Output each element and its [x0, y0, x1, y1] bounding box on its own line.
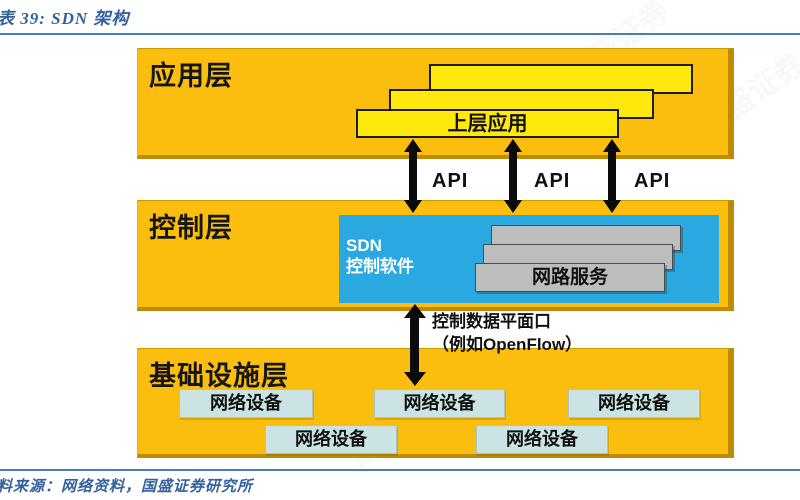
api-arrow-1	[409, 152, 417, 200]
network-device-box: 网络设备	[476, 425, 608, 454]
network-device-box: 网络设备	[265, 425, 397, 454]
app-box-front: 上层应用	[356, 109, 619, 138]
openflow-arrow-caption: 控制数据平面口 （例如OpenFlow）	[432, 310, 582, 356]
api-label-1: API	[432, 170, 469, 192]
infrastructure-layer-label: 基础设施层	[149, 361, 289, 391]
infrastructure-layer: 基础设施层 网络设备 网络设备 网络设备 网络设备 网络设备	[137, 348, 734, 458]
application-layer-label: 应用层	[149, 61, 233, 91]
figure-title: 表 39: SDN 架构	[0, 9, 130, 28]
sdn-control-box: SDN 控制软件 网路服务	[339, 215, 719, 303]
top-divider	[0, 33, 800, 35]
network-device-box: 网络设备	[568, 389, 700, 418]
sdn-label-line1: SDN	[346, 236, 382, 255]
control-layer: 控制层 SDN 控制软件 网路服务	[137, 200, 734, 311]
openflow-caption-line2: （例如OpenFlow）	[432, 335, 583, 354]
network-device-box: 网络设备	[374, 389, 505, 418]
app-box-label: 上层应用	[447, 113, 528, 135]
bottom-divider	[0, 469, 800, 471]
service-box-label: 网路服务	[531, 267, 608, 288]
network-device-box: 网络设备	[179, 389, 313, 418]
sdn-label-line2: 控制软件	[346, 257, 414, 276]
api-arrow-2	[509, 152, 517, 200]
api-arrow-3	[608, 152, 616, 200]
sdn-software-label: SDN 控制软件	[346, 235, 414, 277]
openflow-caption-line1: 控制数据平面口	[432, 312, 551, 331]
control-layer-label: 控制层	[149, 213, 233, 243]
openflow-arrow	[410, 318, 419, 372]
source-note: 料来源：网络资料，国盛证券研究所	[0, 479, 254, 495]
service-box-front: 网路服务	[475, 263, 665, 292]
api-label-2: API	[534, 170, 571, 192]
api-label-3: API	[634, 170, 671, 192]
application-layer: 应用层 上层应用	[137, 48, 734, 159]
